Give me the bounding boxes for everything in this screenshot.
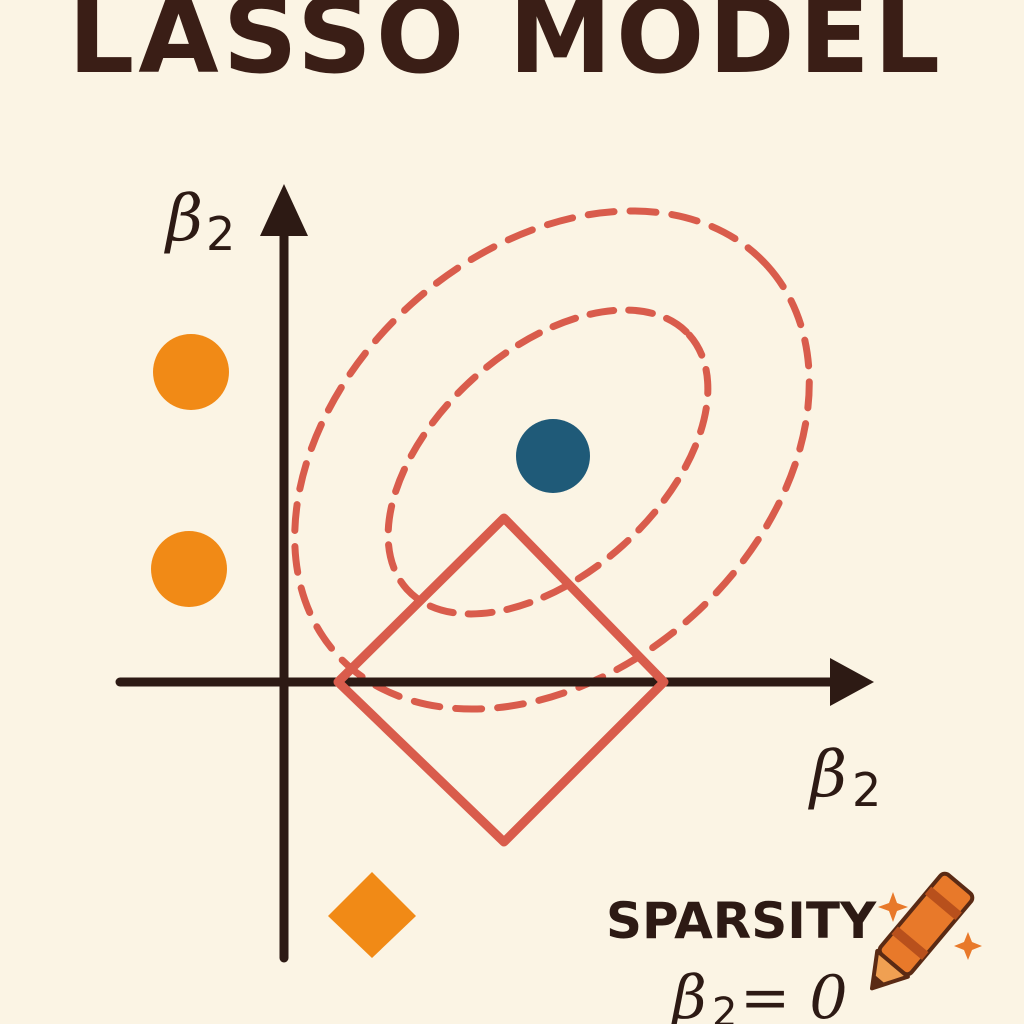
sparsity-label: SPARSITY — [606, 892, 877, 950]
x-axis-label: β 2 — [808, 738, 881, 817]
inner-contour-ellipse — [384, 306, 712, 618]
page-title: LASSO MODEL — [68, 0, 944, 97]
y-axis-arrow-icon — [260, 184, 308, 236]
y-axis-subscript: 2 — [206, 207, 235, 261]
orange-diamond-icon — [328, 872, 416, 958]
x-axis-arrow-icon — [830, 658, 874, 706]
crayon-icon — [870, 871, 975, 991]
sparsity-equation: β 2 = 0 — [670, 963, 848, 1024]
x-axis-symbol: β — [808, 738, 847, 812]
orange-dot-icon — [151, 531, 227, 607]
x-axis-subscript: 2 — [852, 763, 881, 817]
outer-contour-ellipse — [291, 207, 813, 713]
ols-estimate-dot — [516, 419, 590, 493]
sparkle-icon — [878, 892, 908, 922]
l1-constraint-diamond — [333, 513, 669, 847]
y-axis-label: β 2 — [164, 182, 235, 261]
sparkle-icon — [954, 932, 982, 960]
equation-subscript: 2 — [712, 990, 737, 1024]
equation-symbol: β — [670, 963, 707, 1024]
equation-rest: = 0 — [740, 963, 848, 1024]
orange-dot-icon — [153, 334, 229, 410]
y-axis-symbol: β — [164, 182, 203, 256]
